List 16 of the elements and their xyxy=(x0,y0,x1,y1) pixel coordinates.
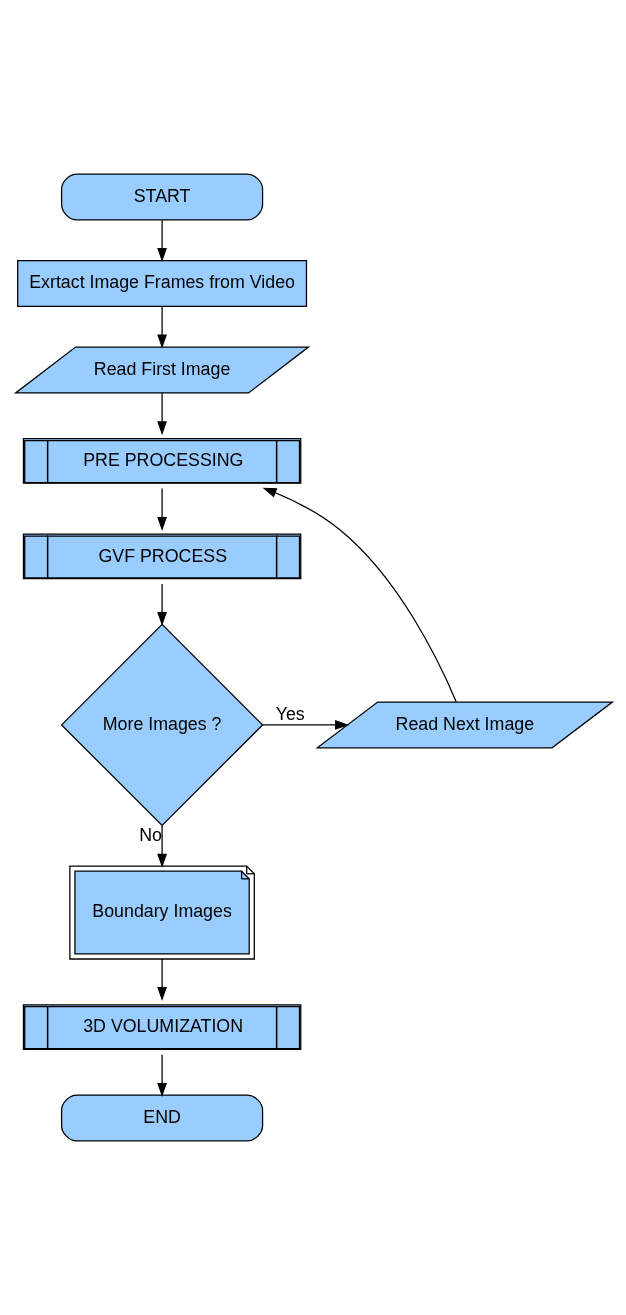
edge-label: Yes xyxy=(275,704,305,725)
arrow xyxy=(157,219,167,262)
arrow xyxy=(157,487,167,531)
node-box: END xyxy=(60,1094,264,1142)
arrow xyxy=(157,583,167,626)
edge-label: No xyxy=(139,825,163,846)
arrow xyxy=(157,1054,167,1097)
node-box: START xyxy=(60,173,264,221)
arrow xyxy=(157,392,167,436)
arrow xyxy=(157,825,167,868)
arrow xyxy=(262,487,457,703)
arrow xyxy=(261,720,350,730)
node-diamond: More Images ? xyxy=(60,623,264,827)
arrow xyxy=(157,958,167,1001)
node-box: Exrtact Image Frames from Video xyxy=(17,259,308,308)
arrow xyxy=(157,306,167,349)
